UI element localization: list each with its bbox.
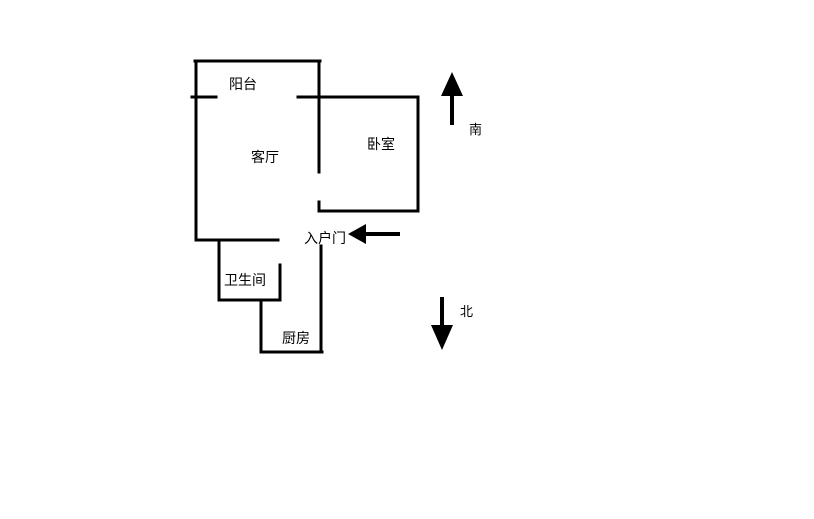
south-arrow-head: [441, 72, 463, 96]
entrance-arrow-icon: [348, 224, 400, 244]
label-bedroom: 卧室: [367, 136, 395, 153]
north-arrow-icon: [431, 297, 453, 350]
label-south: 南: [469, 122, 482, 138]
label-balcony: 阳台: [229, 77, 257, 93]
label-entrance: 入户门: [304, 230, 346, 247]
north-arrow-head: [431, 325, 453, 350]
entrance-arrow-head: [348, 224, 366, 244]
label-kitchen: 厨房: [282, 331, 310, 347]
walls: [190, 59, 420, 354]
label-bathroom: 卫生间: [224, 273, 266, 289]
room-labels: 阳台 客厅 卧室 入户门 卫生间 厨房: [224, 77, 395, 347]
label-living-room: 客厅: [251, 149, 279, 166]
label-north: 北: [460, 305, 473, 320]
south-arrow-icon: [441, 72, 463, 125]
